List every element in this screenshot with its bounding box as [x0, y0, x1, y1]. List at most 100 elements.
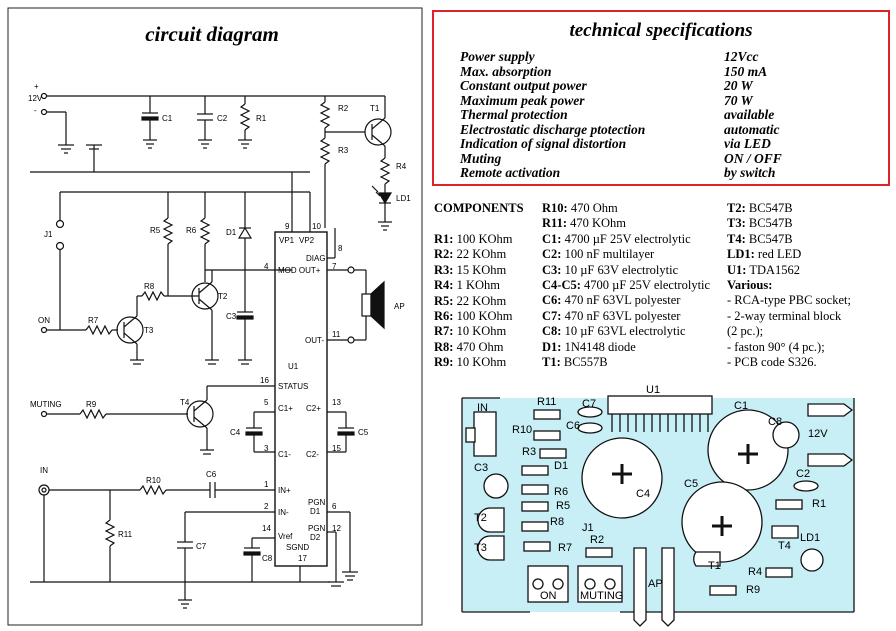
- r11-label: R11: [118, 530, 133, 539]
- pcb-r10-label: R10: [512, 424, 533, 436]
- spec-name: Electrostatic discharge ptotection: [460, 121, 646, 137]
- component-ref: R5:: [434, 293, 454, 308]
- d1-label: D1: [226, 228, 237, 237]
- pin9-label: 9: [285, 222, 290, 231]
- sgnd-label: SGND: [286, 543, 310, 552]
- component-ref: T3:: [727, 216, 746, 231]
- pcb-d1-label: D1: [554, 460, 569, 472]
- c2m-label: C2-: [306, 450, 319, 459]
- pcb-c2-label: C2: [796, 468, 811, 480]
- c1m-label: C1-: [278, 450, 291, 459]
- component-value: BC547B: [745, 216, 793, 231]
- pin7-label: 7: [332, 262, 337, 271]
- component-ref: T1:: [542, 355, 561, 369]
- c4-label: C4: [230, 428, 241, 437]
- component-value: 100 KOhm: [453, 309, 513, 323]
- component-entry: R4: 1 KOhm: [434, 278, 500, 293]
- pcb-r2-label: R2: [590, 534, 605, 546]
- r1-resistor: [238, 96, 252, 149]
- pcb-r4-label: R4: [748, 566, 763, 578]
- c1-capacitor: [141, 96, 159, 149]
- spec-value: ON / OFF: [724, 150, 782, 166]
- spec-value: via LED: [724, 136, 771, 151]
- component-value: 1N4148 diode: [561, 339, 636, 354]
- component-value: 4700 µF 25V electrolytic: [580, 278, 711, 292]
- component-value: - 2-way terminal block: [727, 308, 842, 323]
- pcb-ap-label: AP: [648, 578, 663, 590]
- pcb-c5-label: C5: [684, 478, 699, 490]
- r3-label: R3: [338, 146, 349, 155]
- component-value: 470 nF 63VL polyester: [561, 308, 681, 323]
- pgn1-d1-label: D1: [310, 507, 321, 516]
- component-entry: R3: 15 KOhm: [434, 263, 506, 278]
- vp1-label: VP1: [279, 236, 295, 245]
- pin13-label: 13: [332, 398, 341, 407]
- spec-title: technical specifications: [569, 20, 753, 41]
- pin2-label: 2: [264, 502, 269, 511]
- component-value: TDA1562: [746, 262, 801, 277]
- t1-label: T1: [370, 104, 380, 113]
- component-value: BC547B: [745, 231, 793, 246]
- component-entry: - faston 90° (4 pc.);: [727, 340, 825, 355]
- component-entry: U1: TDA1562: [727, 263, 800, 278]
- component-entry: R6: 100 KOhm: [434, 309, 512, 324]
- component-value: 10 KOhm: [453, 355, 507, 370]
- component-value: 100 KOhm: [453, 232, 513, 246]
- spec-value: available: [724, 107, 775, 122]
- component-ref: R4:: [434, 278, 454, 293]
- component-ref: C7:: [542, 308, 562, 323]
- component-entry: R5: 22 KOhm: [434, 294, 506, 309]
- component-entry: R1: 100 KOhm: [434, 232, 512, 247]
- component-value: 470 nF 63VL polyester: [561, 293, 681, 308]
- j1-on-branch: [40, 191, 292, 365]
- pin17-label: 17: [298, 554, 307, 563]
- spec-value: by switch: [724, 165, 776, 180]
- component-ref: C8:: [542, 324, 562, 339]
- component-ref: C2:: [542, 247, 562, 262]
- spec-value: 150 mA: [724, 63, 768, 79]
- u1-label: U1: [288, 362, 299, 371]
- r5-label: R5: [150, 226, 161, 235]
- inp-label: IN+: [278, 486, 291, 495]
- component-entry: C2: 100 nF multilayer: [542, 247, 654, 262]
- component-ref: LD1:: [727, 247, 755, 262]
- pcb-j1-label: J1: [582, 522, 594, 534]
- component-entry: T2: BC547B: [727, 201, 793, 216]
- pcb-c1-label: C1: [734, 400, 749, 412]
- pin10-label: 10: [312, 222, 321, 231]
- muting-branch: [40, 385, 275, 455]
- pcb-r7-label: R7: [558, 542, 573, 554]
- pcb-r6-label: R6: [554, 486, 569, 498]
- pcb-c7-label: C7: [582, 398, 597, 410]
- component-value: BC557B: [560, 355, 608, 369]
- component-ref: C4-C5:: [542, 278, 581, 292]
- component-entry: R2: 22 KOhm: [434, 247, 506, 262]
- ld1-label: LD1: [396, 194, 411, 203]
- spec-value: 20 W: [724, 78, 753, 93]
- r1-label: R1: [256, 114, 267, 123]
- pcb-muting-label: MUTING: [580, 590, 624, 602]
- component-value: 22 KOhm: [453, 293, 507, 308]
- component-value: - PCB code S326.: [727, 355, 817, 369]
- minus-label: -: [34, 106, 37, 115]
- pcb-t4-label: T4: [778, 540, 791, 552]
- component-value: (2 pc.);: [727, 324, 764, 339]
- component-ref: R6:: [434, 309, 454, 323]
- r9-label: R9: [86, 400, 97, 409]
- component-entry: LD1: red LED: [727, 247, 801, 262]
- pin1-label: 1: [264, 480, 269, 489]
- pcb-ld1-label: LD1: [800, 532, 821, 544]
- t2-label: T2: [218, 292, 228, 301]
- component-ref: T4:: [727, 231, 746, 246]
- component-ref: R1:: [434, 232, 454, 246]
- c1p-label: C1+: [278, 404, 293, 413]
- r8-label: R8: [144, 282, 155, 291]
- r4-label: R4: [396, 162, 407, 171]
- component-entry: C8: 10 µF 63VL electrolytic: [542, 324, 686, 339]
- r2-label: R2: [338, 104, 349, 113]
- in-label: IN: [40, 466, 48, 475]
- component-ref: R8:: [434, 339, 454, 354]
- component-value: red LED: [754, 247, 802, 262]
